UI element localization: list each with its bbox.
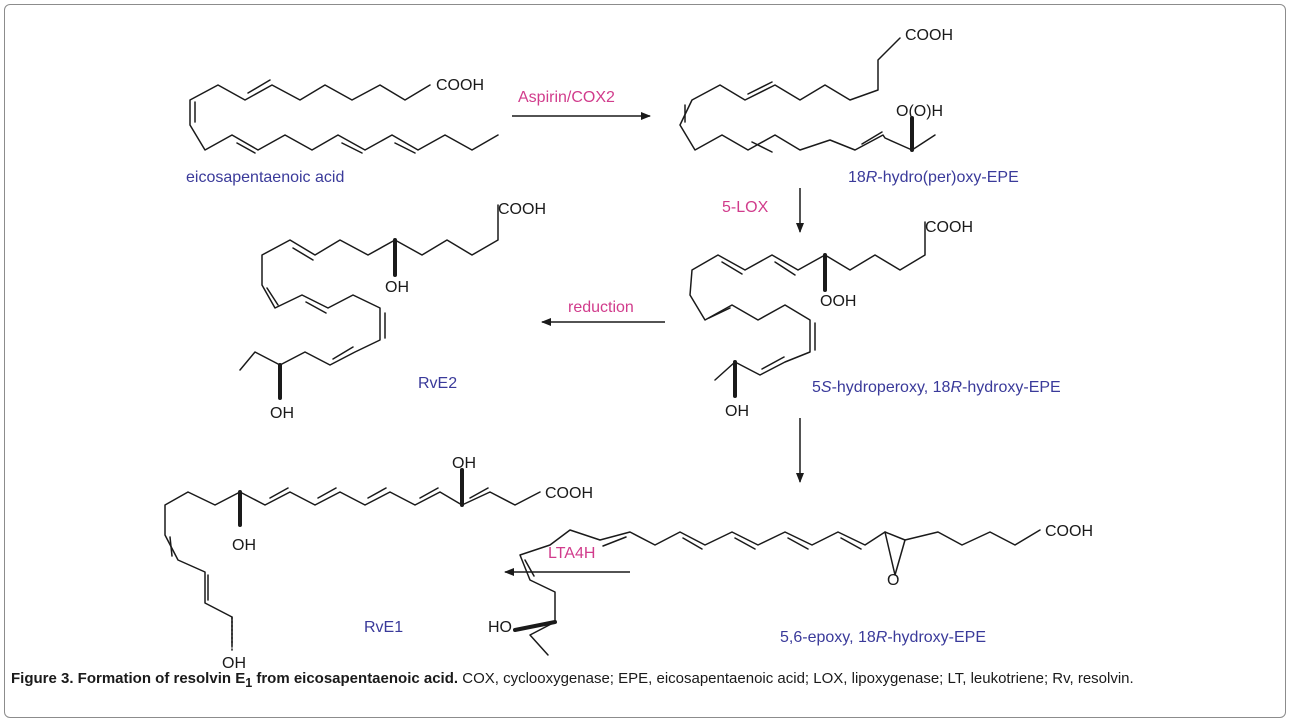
epoxy-ho-label: HO: [488, 619, 512, 636]
epoxy-acid-label: COOH: [1045, 523, 1093, 540]
hydroperoxy-name-label: 5S-hydroperoxy, 18R-hydroxy-EPE: [812, 379, 1061, 396]
epa-acid-label: COOH: [436, 77, 484, 94]
hpepe-acid-label: COOH: [905, 27, 953, 44]
rve2-name-label: RvE2: [418, 375, 457, 392]
caption-title: Figure 3. Formation of resolvin E1 from …: [11, 670, 459, 690]
structure-rve2: COOH OH OH RvE2: [239, 201, 546, 422]
rve2-oh-top-label: OH: [385, 279, 409, 296]
rve1-name-label: RvE1: [364, 619, 403, 636]
hydroperoxy-ooh-label: OOH: [820, 293, 856, 310]
rve2-acid-label: COOH: [498, 201, 546, 218]
epa-name-label: eicosapentaenoic acid: [186, 169, 344, 186]
rve1-oh-top-label: OH: [452, 455, 476, 472]
enzyme-lox-label: 5-LOX: [722, 199, 769, 216]
rve2-oh-bottom-label: OH: [270, 405, 294, 422]
structure-epa: COOH eicosapentaenoic acid: [186, 77, 499, 186]
enzyme-lta4h-label: LTA4H: [548, 545, 595, 562]
caption-body: COX, cyclooxygenase; EPE, eicosapentaeno…: [458, 670, 1134, 687]
enzyme-reduction-label: reduction: [568, 299, 634, 316]
epoxy-o-label: O: [887, 572, 899, 589]
structure-rve1: COOH OH OH OH RvE1: [164, 455, 593, 670]
hydroperoxy-acid-label: COOH: [925, 219, 973, 236]
figure-caption: Figure 3. Formation of resolvin E1 from …: [11, 668, 1281, 694]
epoxy-name-label: 5,6-epoxy, 18R-hydroxy-EPE: [780, 629, 986, 646]
rve1-acid-label: COOH: [545, 485, 593, 502]
hpepe-group-label: O(O)H: [896, 103, 943, 120]
rve1-oh-bottom-label: OH: [222, 655, 246, 670]
pathway-diagram: COOH eicosapentaenoic acid COOH O(O)H 18…: [164, 27, 1093, 670]
structure-epoxy: COOH O HO 5,6-epoxy, 18R-hydroxy-EPE: [488, 523, 1093, 656]
hpepe-name-label: 18R-hydro(per)oxy-EPE: [848, 169, 1019, 186]
structure-hydroperoxy: COOH OOH OH 5S-hydroperoxy, 18R-hydroxy-…: [689, 219, 1061, 420]
hydroperoxy-oh-label: OH: [725, 403, 749, 420]
rve1-oh-mid-label: OH: [232, 537, 256, 554]
figure-frame: [4, 4, 1286, 718]
structure-hpepe: COOH O(O)H 18R-hydro(per)oxy-EPE: [679, 27, 1019, 186]
enzyme-cox-label: Aspirin/COX2: [518, 89, 615, 106]
